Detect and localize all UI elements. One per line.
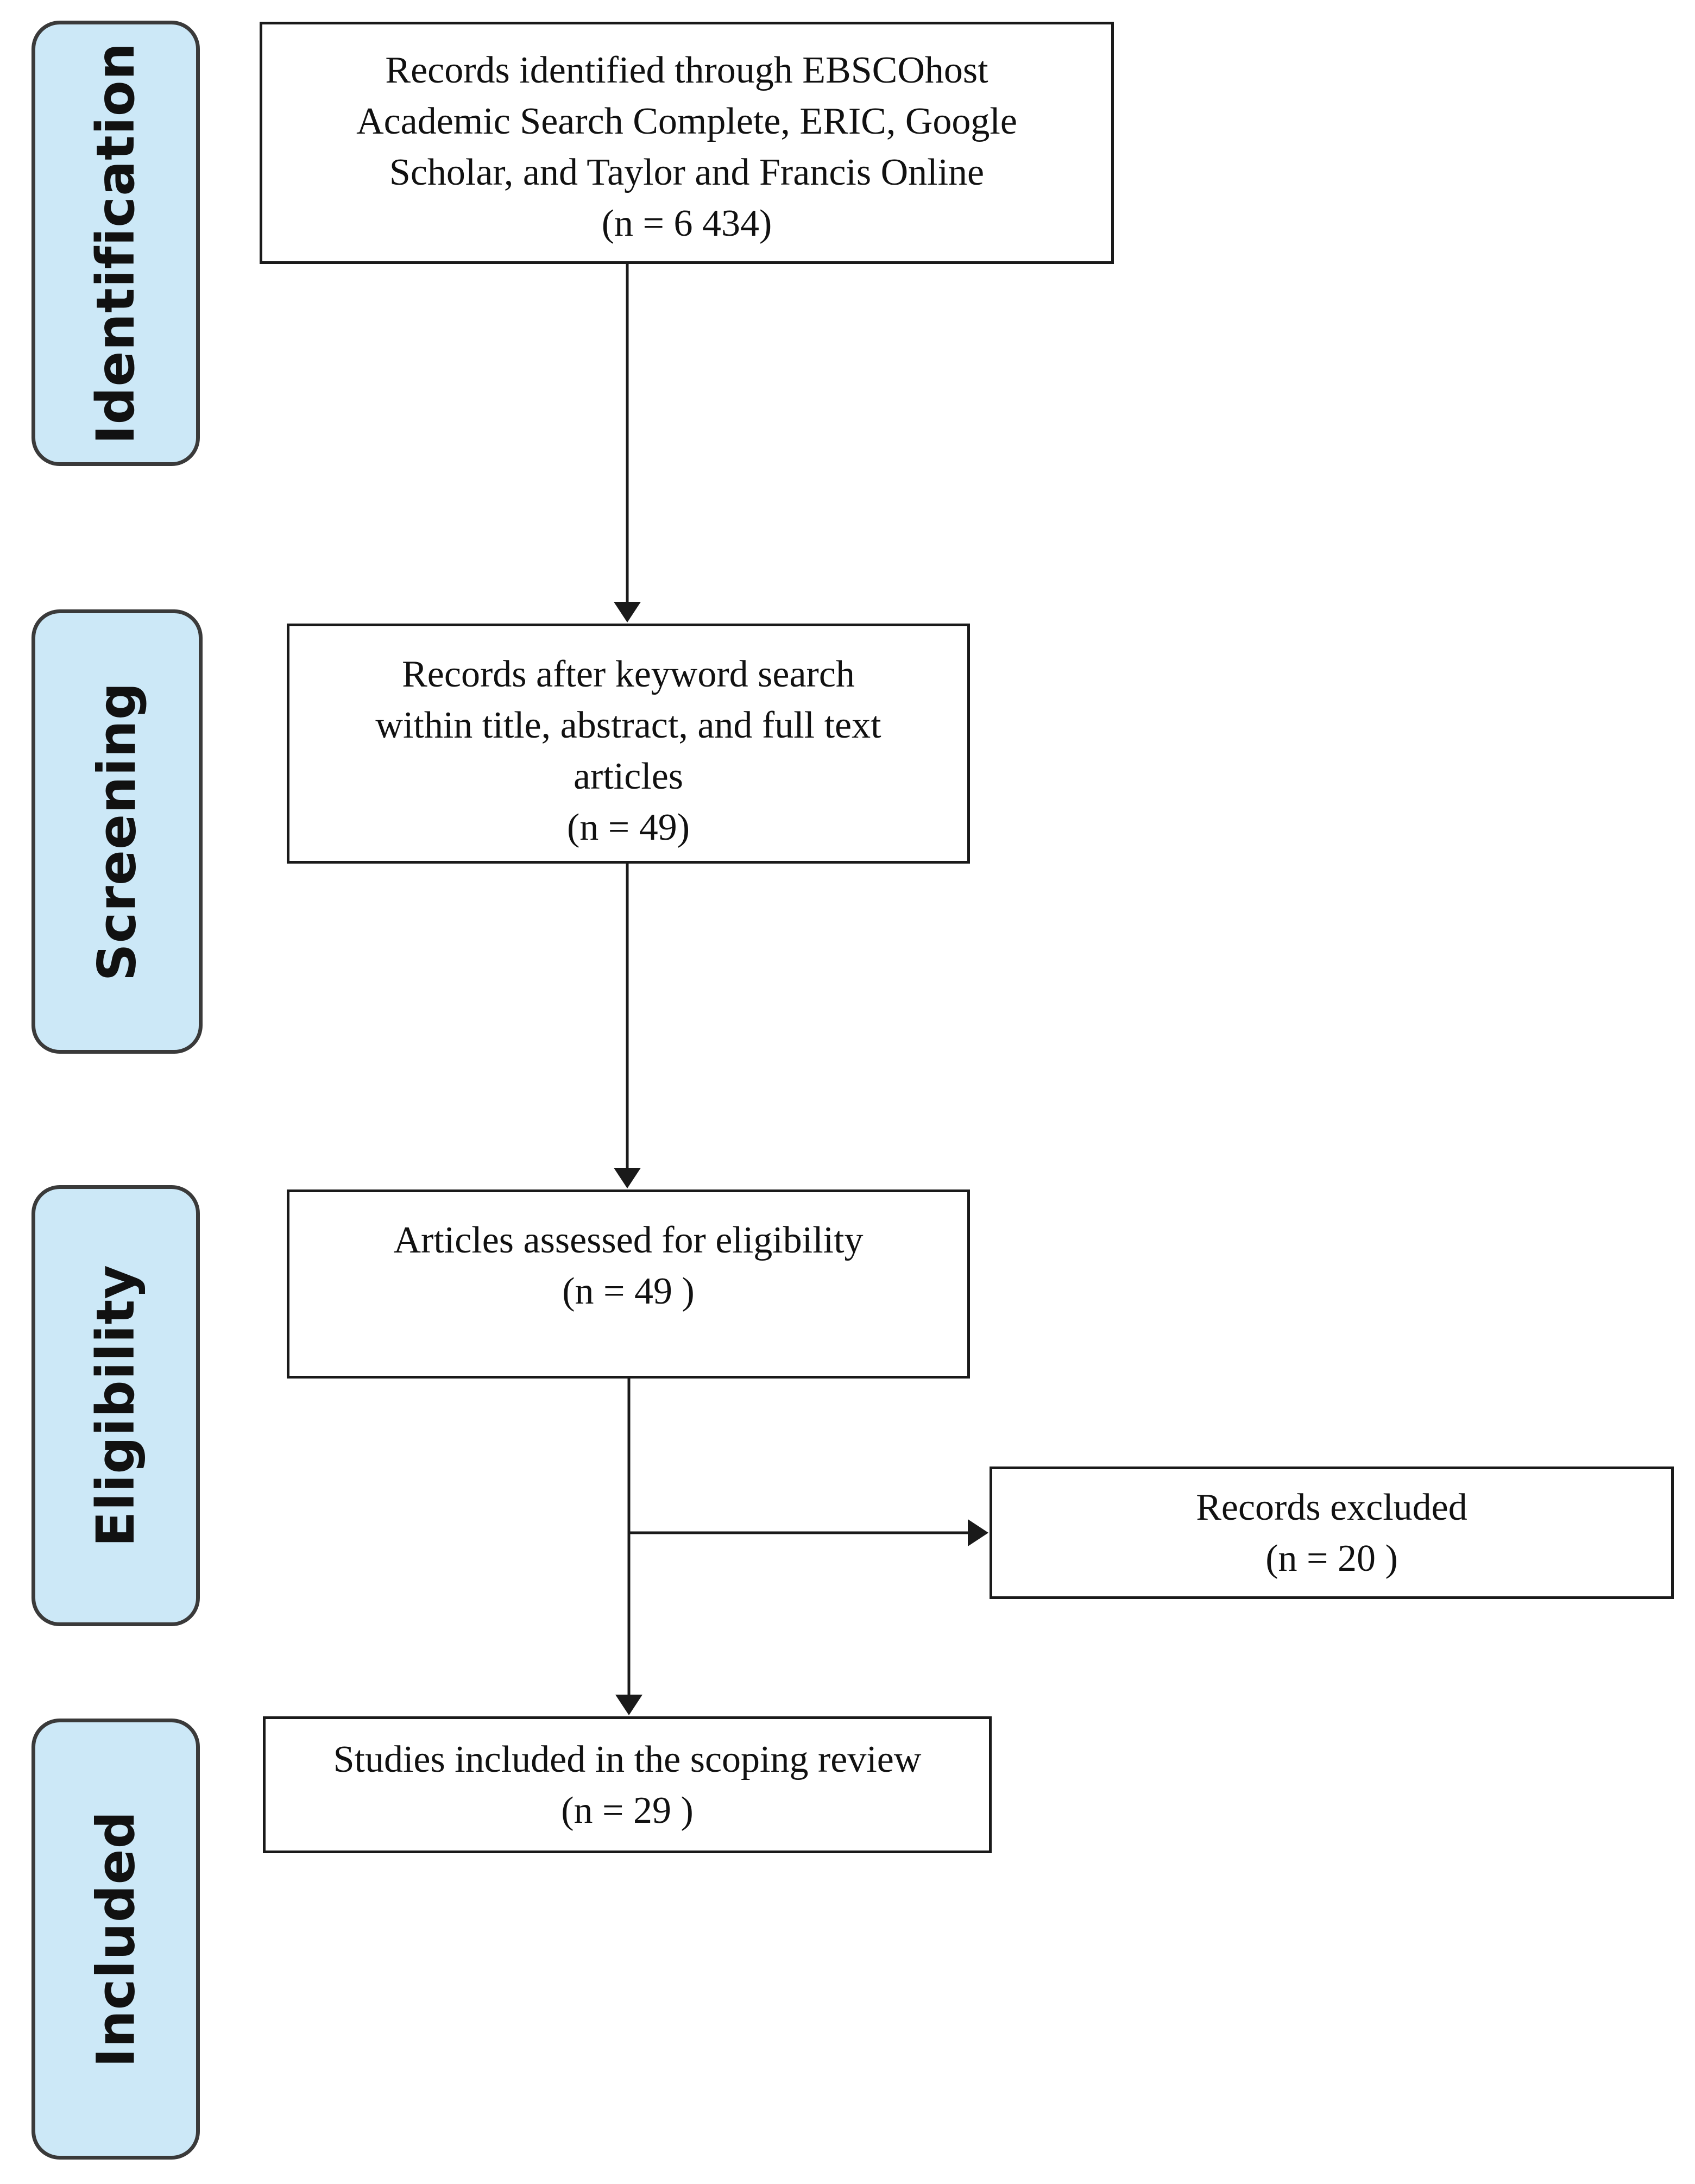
- records-screened-line: Records after keyword search: [402, 653, 855, 695]
- records-identified-line: Academic Search Complete, ERIC, Google: [356, 100, 1017, 142]
- records-screened-count: (n = 49): [566, 807, 690, 848]
- arrowhead-excluded-icon: [968, 1519, 988, 1546]
- eligibility-count: (n = 49 ): [562, 1270, 695, 1312]
- studies-included-box: Studies included in the scoping review (…: [263, 1716, 992, 1853]
- records-excluded-box: Records excluded (n = 20 ): [990, 1467, 1674, 1599]
- eligibility-box: Articles assessed for eligibility (n = 4…: [287, 1189, 970, 1379]
- records-screened-line: within title, abstract, and full text: [375, 704, 881, 746]
- arrowhead-screened-icon: [614, 602, 641, 622]
- records-excluded-count: (n = 20 ): [1265, 1538, 1398, 1579]
- arrowhead-included-icon: [615, 1695, 642, 1715]
- arrowhead-eligibility-icon: [614, 1168, 641, 1188]
- phase-screening: Screening: [31, 609, 203, 1054]
- phase-identification: Identification: [31, 21, 200, 466]
- studies-included-line: Studies included in the scoping review: [333, 1739, 922, 1780]
- records-identified-box: Records identified through EBSCOhost Aca…: [260, 22, 1114, 264]
- eligibility-line: Articles assessed for eligibility: [393, 1219, 864, 1261]
- records-screened-line: articles: [573, 756, 684, 797]
- records-identified-count: (n = 6 434): [601, 203, 772, 244]
- records-identified-line: Records identified through EBSCOhost: [385, 49, 988, 91]
- records-excluded-line: Records excluded: [1196, 1487, 1467, 1528]
- records-identified-line: Scholar, and Taylor and Francis Online: [389, 152, 985, 193]
- phase-included: Included: [31, 1719, 200, 2160]
- records-screened-box: Records after keyword search within titl…: [287, 624, 970, 864]
- studies-included-count: (n = 29 ): [561, 1790, 694, 1831]
- phase-eligibility: Eligibility: [31, 1185, 200, 1626]
